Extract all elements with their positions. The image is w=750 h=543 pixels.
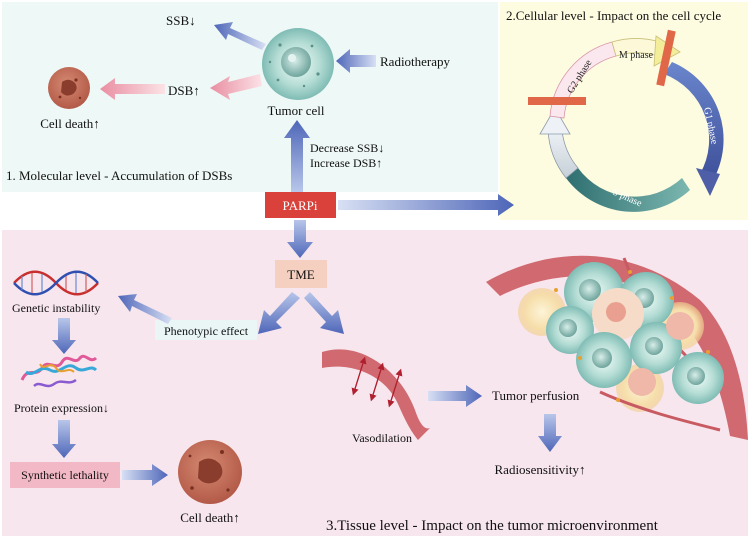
vessel-icon — [322, 349, 430, 440]
ssb-label: SSB↓ — [166, 13, 196, 28]
phenotypic-effect-label: Phenotypic effect — [164, 324, 249, 338]
parpi-down-arrow — [287, 220, 313, 258]
parpi-up-arrow — [284, 120, 310, 192]
tme-box — [275, 260, 327, 288]
dilation-arrows-icon — [351, 356, 403, 408]
cell-death-label: Cell death↑ — [40, 116, 100, 131]
parpi-label: PARPi — [283, 198, 318, 213]
tumor-perfusion-label: Tumor perfusion — [492, 388, 580, 403]
checkpoint-bar-m — [656, 29, 676, 87]
tissue-caption: 3.Tissue level - Impact on the tumor mic… — [326, 518, 659, 534]
phenotypic-effect-box — [155, 320, 257, 340]
ssb-arrow — [214, 22, 266, 50]
perfusion-to-radiosensitivity-arrow — [538, 414, 562, 452]
dead-cell-tissue-icon — [178, 440, 242, 504]
protein-structure-icon — [20, 354, 98, 388]
m-phase-label: M phase — [619, 50, 654, 61]
radiosensitivity-label: Radiosensitivity↑ — [495, 462, 586, 477]
vasodilation-label: Vasodilation — [352, 431, 412, 445]
tumor-cell-label: Tumor cell — [268, 103, 325, 118]
s-phase-arc — [566, 168, 690, 212]
phenotypic-to-genetic-arrow — [118, 294, 172, 324]
cellular-caption: 2.Cellular level - Impact on the cell cy… — [506, 8, 721, 23]
radiotherapy-label: Radiotherapy — [380, 54, 451, 69]
g1-arrowhead — [696, 168, 720, 196]
protein-to-synthetic-arrow — [52, 420, 76, 458]
dead-cell-icon — [48, 67, 90, 109]
parpi-box — [265, 192, 336, 218]
checkpoint-bar-g2 — [528, 97, 586, 105]
dsb-arrow — [210, 74, 262, 100]
synthetic-to-death-arrow — [122, 464, 168, 486]
vasodilation-to-perfusion-arrow — [428, 385, 482, 407]
increase-dsb-label: Increase DSB↑ — [310, 156, 382, 170]
tme-label: TME — [287, 267, 315, 282]
tissue-cell-death-label: Cell death↑ — [180, 510, 240, 525]
dna-helix-icon — [13, 270, 99, 296]
tme-left-arrow — [258, 292, 300, 334]
molecular-caption: 1. Molecular level - Accumulation of DSB… — [6, 168, 232, 183]
genetic-instability-label: Genetic instability — [12, 301, 100, 315]
radiotherapy-arrow — [336, 49, 376, 73]
g1-phase-arc — [664, 62, 724, 182]
synthetic-lethality-label: Synthetic lethality — [21, 468, 109, 482]
protein-expression-label: Protein expression↓ — [14, 401, 109, 415]
dsb-to-death-arrow — [100, 78, 165, 100]
g2-arrowhead — [539, 107, 571, 135]
tumor-microenvironment-icon — [486, 255, 748, 440]
synthetic-lethality-box — [10, 462, 120, 488]
decrease-ssb-label: Decrease SSB↓ — [310, 141, 384, 155]
dsb-label: DSB↑ — [168, 83, 200, 98]
genetic-to-protein-arrow — [52, 318, 76, 354]
tme-right-arrow — [304, 292, 344, 334]
parpi-to-cellcycle-arrow — [338, 194, 514, 216]
tumor-cell-icon — [262, 28, 334, 100]
